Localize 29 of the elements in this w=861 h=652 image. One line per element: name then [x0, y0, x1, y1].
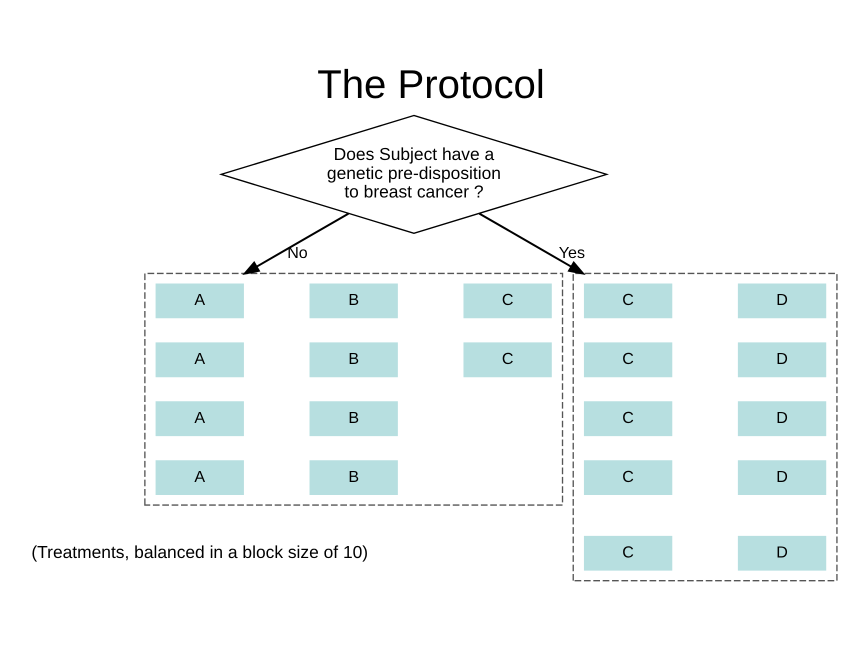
node-box: B — [309, 401, 398, 436]
node-box: D — [737, 284, 826, 318]
node-box: A — [155, 401, 244, 436]
node-box: D — [737, 536, 826, 571]
edge-label: No — [286, 244, 308, 262]
node-box: B — [309, 460, 398, 495]
node-box: C — [583, 342, 672, 378]
node-box: C — [583, 284, 672, 318]
label: (Treatments, balanced in a block size of 10) — [30, 542, 368, 562]
node-box: C — [583, 460, 672, 495]
node-box: B — [309, 342, 398, 378]
node-box: A — [155, 460, 244, 495]
cluster — [144, 272, 563, 506]
diagram-title: The Protocol — [316, 62, 544, 108]
node-box: D — [737, 342, 826, 378]
node-box: C — [583, 536, 672, 571]
node-box: A — [155, 284, 244, 318]
cluster — [572, 272, 838, 582]
node-box: C — [462, 284, 552, 318]
node-box: D — [737, 401, 826, 436]
edge-label: Yes — [558, 244, 584, 262]
arrow — [478, 212, 586, 275]
node-box: A — [155, 342, 244, 378]
node-box: B — [309, 284, 398, 318]
node-diamond: Does Subject have a genetic pre-disposition to breast cancer ? — [218, 114, 608, 234]
arrow — [242, 212, 349, 275]
node-box: C — [583, 401, 672, 436]
node-box: C — [462, 342, 552, 378]
node-box: D — [737, 460, 826, 495]
